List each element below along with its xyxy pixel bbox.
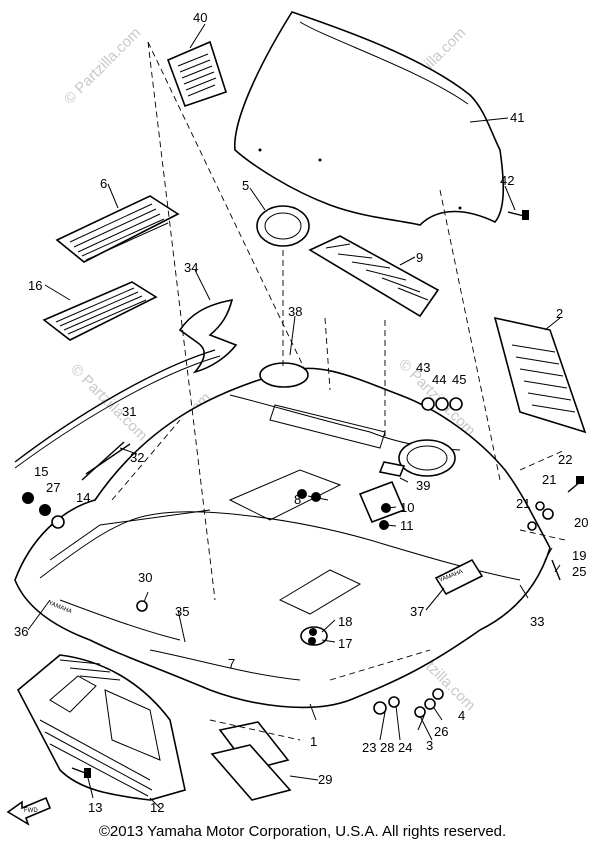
part-label: 21	[542, 472, 556, 487]
part-label: 10	[400, 500, 414, 515]
part-label: 32	[130, 450, 144, 465]
watermark: © Partzilla.com	[61, 24, 144, 107]
part-label: 44	[432, 372, 446, 387]
part-label: 37	[410, 604, 424, 619]
part-label: 23	[362, 740, 376, 755]
part-29-bracket	[210, 721, 292, 801]
part-label: 8	[294, 492, 301, 507]
callout-lines	[27, 23, 561, 809]
part-2-side-vent	[493, 316, 587, 434]
part-label: 13	[88, 800, 102, 815]
part-label: 12	[150, 800, 164, 815]
part-40-decal	[166, 40, 228, 108]
part-label: 18	[338, 614, 352, 629]
part-label: 26	[434, 724, 448, 739]
part-12-grille	[16, 654, 186, 801]
part-label: 34	[184, 260, 198, 275]
fwd-text: FWD	[24, 808, 38, 814]
part-41-windshield	[234, 11, 505, 226]
part-label: 43	[416, 360, 430, 375]
part-9-vent	[308, 235, 440, 318]
watermark: © Partzilla.com	[67, 361, 150, 444]
part-label: 24	[398, 740, 412, 755]
part-label: 25	[572, 564, 586, 579]
part-label: 15	[34, 464, 48, 479]
leader-lines	[111, 41, 566, 741]
fasteners	[22, 397, 584, 718]
part-label: 36	[14, 624, 28, 639]
part-6-louver	[55, 195, 180, 263]
part-label: 38	[288, 304, 302, 319]
part-label: 33	[530, 614, 544, 629]
part-label: 2	[556, 306, 563, 321]
part-31-trim	[14, 349, 221, 481]
part-label: 40	[193, 10, 207, 25]
part-label: 39	[416, 478, 430, 493]
part-labels: 40 41 42 5 6 9 34 16 38 2 43 44 45 31 32…	[14, 10, 588, 815]
part-label: 5	[242, 178, 249, 193]
part-label: 22	[558, 452, 572, 467]
part-label: 21	[516, 496, 530, 511]
part-label: 11	[400, 518, 414, 533]
part-label: 27	[46, 480, 60, 495]
part-label: 1	[310, 734, 317, 749]
part-42-bolt	[507, 210, 529, 220]
part-label: 17	[338, 636, 352, 651]
part-label: 41	[510, 110, 524, 125]
part-label: 35	[175, 604, 189, 619]
part-1-hood	[14, 362, 551, 709]
part-34-decal	[178, 298, 238, 374]
part-16-louver	[42, 281, 158, 341]
copyright-notice: ©2013 Yamaha Motor Corporation, U.S.A. A…	[98, 823, 507, 840]
part-label: 29	[318, 772, 332, 787]
forward-arrow-icon: FWD	[6, 796, 52, 826]
part-label: 4	[458, 708, 465, 723]
part-13-screw	[71, 767, 91, 778]
part-label: 6	[100, 176, 107, 191]
part-label: 16	[28, 278, 42, 293]
part-label: 7	[228, 656, 235, 671]
part-5-cap	[256, 205, 310, 247]
part-label: 14	[76, 490, 90, 505]
part-label: 30	[138, 570, 152, 585]
part-label: 9	[416, 250, 423, 265]
part-label: 45	[452, 372, 466, 387]
part-label: 28	[380, 740, 394, 755]
part-label: 20	[574, 515, 588, 530]
part-label: 19	[572, 548, 586, 563]
part-label: 3	[426, 738, 433, 753]
part-label: 31	[122, 404, 136, 419]
part-label: 42	[500, 173, 514, 188]
